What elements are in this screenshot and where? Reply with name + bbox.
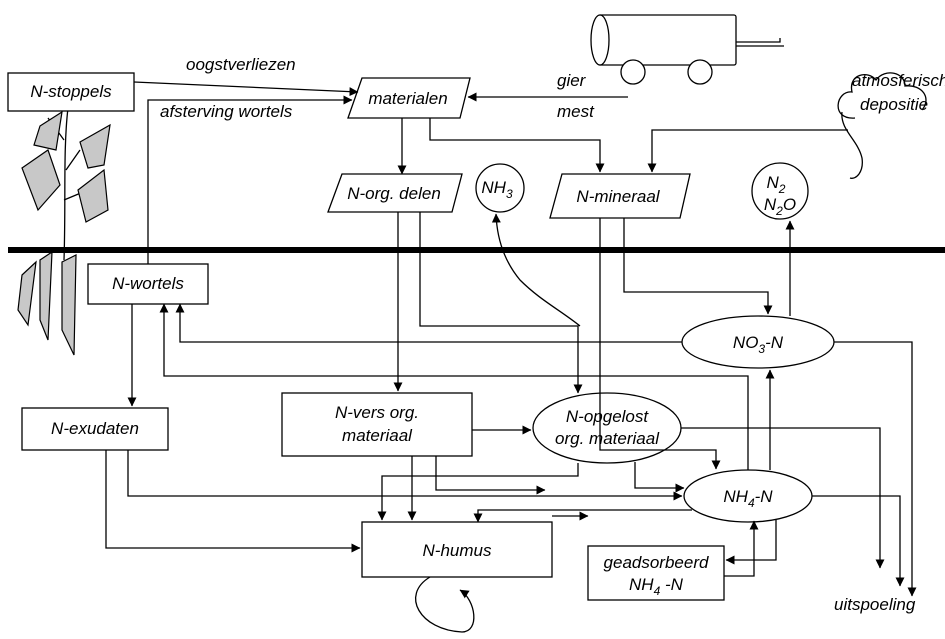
- node-n2-n2o: N2 N2O: [751, 162, 809, 220]
- node-n-humus: N-humus: [361, 521, 553, 578]
- node-geadsorbeerd-nh4-n: geadsorbeerd NH4 -N: [587, 545, 725, 601]
- svg-text:N-org. delen: N-org. delen: [347, 184, 441, 203]
- node-n-exudaten: N-exudaten: [21, 407, 169, 451]
- svg-text:NO3-N: NO3-N: [733, 333, 784, 356]
- svg-text:N-exudaten: N-exudaten: [51, 419, 139, 438]
- svg-text:N-wortels: N-wortels: [112, 274, 184, 293]
- node-n-org-delen: N-org. delen: [327, 173, 463, 213]
- svg-text:N-humus: N-humus: [423, 541, 492, 560]
- svg-text:N2: N2: [767, 173, 786, 196]
- node-materialen: materialen: [347, 77, 471, 119]
- svg-text:geadsorbeerd: geadsorbeerd: [604, 553, 709, 572]
- label-atmos-line2: depositie: [860, 95, 928, 114]
- node-n-vers-org-materiaal: N-vers org. materiaal: [281, 392, 473, 457]
- node-no3-n: NO3-N: [681, 315, 835, 369]
- label-uitspoeling: uitspoeling: [834, 595, 916, 614]
- svg-text:N-mineraal: N-mineraal: [576, 187, 660, 206]
- node-n-mineraal: N-mineraal: [549, 173, 691, 219]
- node-n-stoppels: N-stoppels: [7, 72, 135, 112]
- label-gier: gier: [557, 71, 587, 90]
- node-n-opgelost-org-materiaal: N-opgelost org. materiaal: [532, 392, 682, 464]
- label-afsterving-wortels: afsterving wortels: [160, 102, 293, 121]
- svg-text:NH4-N: NH4-N: [723, 487, 773, 510]
- svg-text:N-opgelost: N-opgelost: [566, 407, 649, 426]
- node-nh3: NH3: [475, 163, 525, 213]
- label-atmos-line1: atmosferische: [852, 71, 945, 90]
- svg-text:N-stoppels: N-stoppels: [30, 82, 112, 101]
- plant-icon: [17, 107, 111, 356]
- svg-text:N2O: N2O: [764, 195, 796, 218]
- label-oogstverliezen: oogstverliezen: [186, 55, 296, 74]
- svg-text:materialen: materialen: [368, 89, 447, 108]
- svg-text:N-vers org.: N-vers org.: [335, 403, 419, 422]
- node-n-wortels: N-wortels: [87, 263, 209, 305]
- svg-text:org. materiaal: org. materiaal: [555, 429, 660, 448]
- manure-tank-icon: [590, 14, 784, 85]
- flow-arrows: [105, 81, 917, 633]
- label-mest: mest: [557, 102, 595, 121]
- svg-text:NH4 -N: NH4 -N: [629, 575, 684, 598]
- svg-text:materiaal: materiaal: [342, 426, 413, 445]
- cloud-icon: [837, 72, 927, 179]
- node-nh4-n: NH4-N: [683, 469, 813, 523]
- svg-text:NH3: NH3: [481, 178, 513, 201]
